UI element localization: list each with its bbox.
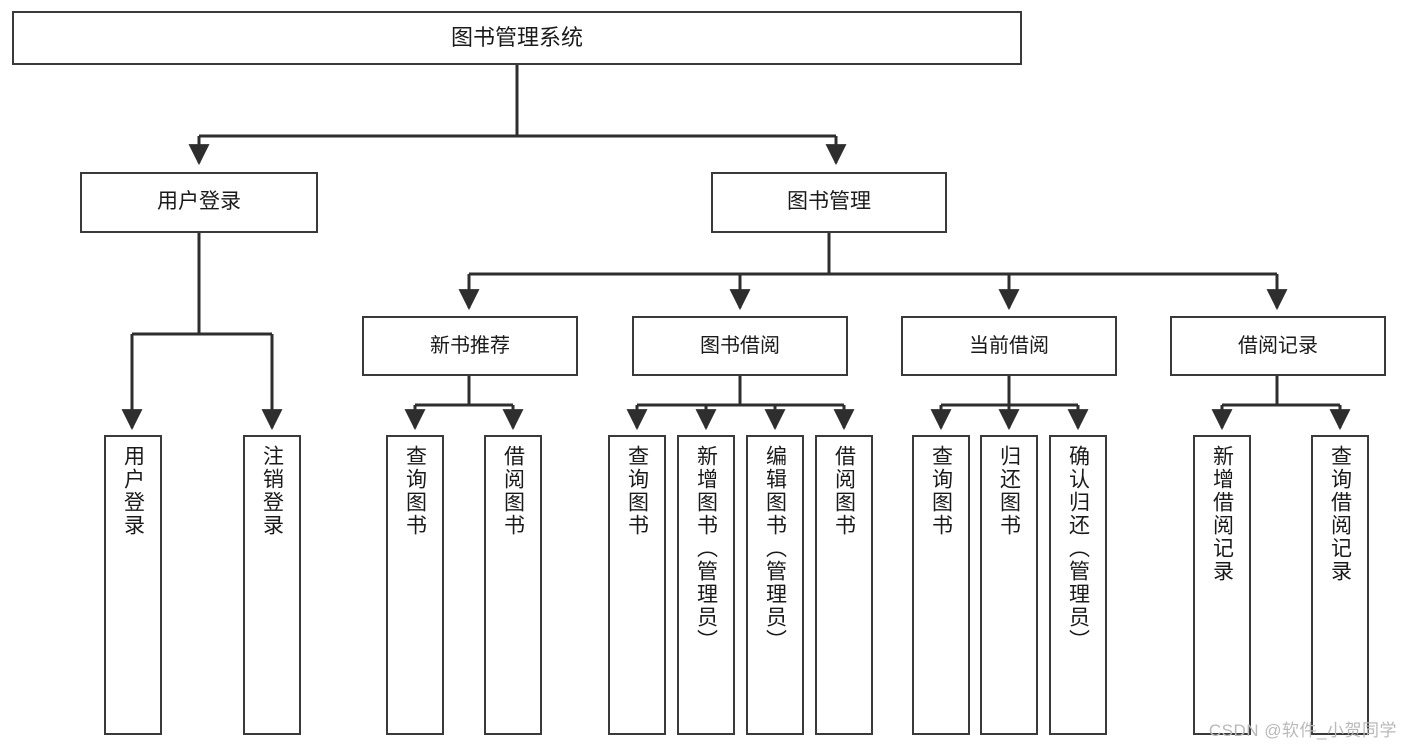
- leaf-add-book-admin[interactable]: 新增图书（管理员）: [677, 435, 735, 735]
- node-new-book-recommend[interactable]: 新书推荐: [362, 316, 578, 376]
- leaf-query-book-current[interactable]: 查询图书: [912, 435, 970, 735]
- leaf-borrow-book-borrow[interactable]: 借阅图书: [815, 435, 873, 735]
- node-borrow-record[interactable]: 借阅记录: [1170, 316, 1386, 376]
- leaf-return-book-label: 归还图书: [997, 445, 1021, 537]
- leaf-query-book-borrow-label: 查询图书: [625, 445, 649, 537]
- leaf-borrow-book-new[interactable]: 借阅图书: [484, 435, 542, 735]
- leaf-borrow-book-borrow-label: 借阅图书: [832, 445, 856, 537]
- leaf-edit-book-admin-label: 编辑图书（管理员）: [763, 445, 787, 652]
- node-root-label: 图书管理系统: [450, 25, 583, 51]
- leaf-add-borrow-record-label: 新增借阅记录: [1210, 445, 1234, 583]
- leaf-query-book-borrow[interactable]: 查询图书: [608, 435, 666, 735]
- leaf-borrow-book-new-label: 借阅图书: [501, 445, 525, 537]
- leaf-query-borrow-record[interactable]: 查询借阅记录: [1311, 435, 1369, 735]
- leaf-confirm-return-admin-label: 确认归还（管理员）: [1066, 445, 1090, 652]
- leaf-query-book-current-label: 查询图书: [929, 445, 953, 537]
- node-borrow-record-label: 借阅记录: [1238, 334, 1318, 357]
- node-book-borrow[interactable]: 图书借阅: [632, 316, 848, 376]
- leaf-query-book-new-label: 查询图书: [403, 445, 427, 537]
- leaf-edit-book-admin[interactable]: 编辑图书（管理员）: [746, 435, 804, 735]
- node-book-management-label: 图书管理: [787, 190, 871, 214]
- leaf-query-book-new[interactable]: 查询图书: [386, 435, 444, 735]
- leaf-query-borrow-record-label: 查询借阅记录: [1328, 445, 1352, 583]
- leaf-confirm-return-admin[interactable]: 确认归还（管理员）: [1049, 435, 1107, 735]
- node-current-borrow-label: 当前借阅: [969, 334, 1049, 357]
- leaf-logout-label: 注销登录: [260, 445, 284, 537]
- node-user-login-label: 用户登录: [157, 190, 241, 214]
- node-book-management[interactable]: 图书管理: [711, 172, 947, 233]
- leaf-return-book[interactable]: 归还图书: [980, 435, 1038, 735]
- node-new-book-recommend-label: 新书推荐: [430, 334, 510, 357]
- leaf-logout[interactable]: 注销登录: [243, 435, 301, 735]
- node-root[interactable]: 图书管理系统: [12, 11, 1022, 65]
- watermark: CSDN @软件_小贺同学: [1208, 721, 1397, 740]
- leaf-add-borrow-record[interactable]: 新增借阅记录: [1193, 435, 1251, 735]
- leaf-add-book-admin-label: 新增图书（管理员）: [694, 445, 718, 652]
- leaf-user-login[interactable]: 用户登录: [104, 435, 162, 735]
- node-user-login[interactable]: 用户登录: [80, 172, 318, 233]
- node-book-borrow-label: 图书借阅: [700, 334, 780, 357]
- node-current-borrow[interactable]: 当前借阅: [901, 316, 1117, 376]
- leaf-user-login-label: 用户登录: [121, 445, 145, 537]
